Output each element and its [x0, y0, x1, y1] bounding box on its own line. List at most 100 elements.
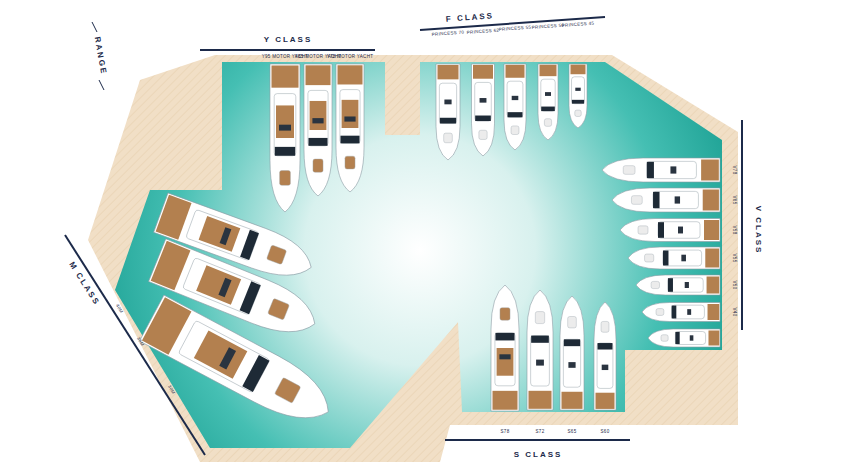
- flybridge-deck: [276, 105, 294, 138]
- model-label: V50: [732, 281, 737, 290]
- model-label: S65: [568, 430, 577, 435]
- hull: [642, 303, 720, 322]
- stern-deck: [705, 249, 719, 268]
- windshield: [653, 192, 659, 208]
- yacht: [436, 64, 460, 160]
- windshield: [240, 281, 261, 314]
- windshield: [541, 107, 555, 112]
- seating: [678, 227, 683, 234]
- helm: [218, 278, 231, 298]
- helm: [279, 125, 291, 131]
- stern-deck: [571, 65, 586, 75]
- seating: [512, 96, 519, 100]
- helm: [499, 354, 510, 359]
- seating: [687, 309, 691, 315]
- superstructure: [675, 332, 705, 345]
- rule-line: [741, 120, 743, 330]
- stern-deck: [338, 65, 363, 84]
- model-label: PRINCESS 62: [467, 28, 500, 35]
- stern-deck: [540, 65, 557, 76]
- superstructure: [541, 79, 555, 111]
- model-label: V65: [732, 196, 737, 205]
- model-label: Y78 MOTOR YACHT: [327, 55, 374, 60]
- flybridge-deck: [199, 216, 241, 252]
- superstructure: [308, 90, 328, 145]
- hull: [270, 64, 300, 212]
- flybridge-deck: [196, 265, 241, 305]
- superstructure: [507, 81, 523, 117]
- yacht: [602, 158, 720, 182]
- helm: [219, 347, 236, 369]
- yacht: [336, 64, 364, 192]
- seating: [685, 282, 689, 288]
- bow-pad: [345, 156, 355, 169]
- helm: [344, 116, 355, 121]
- stern-deck: [596, 393, 615, 409]
- superstructure: [647, 161, 697, 178]
- windshield: [275, 147, 295, 156]
- yacht: [538, 64, 558, 140]
- model-label: 30M: [167, 385, 176, 396]
- bow-pad: [568, 317, 577, 328]
- yacht: [612, 188, 720, 212]
- stern-deck: [506, 65, 525, 78]
- yacht: [472, 64, 495, 156]
- yacht: [642, 303, 720, 322]
- hull: [612, 188, 720, 212]
- superstructure: [663, 250, 702, 266]
- flybridge-deck: [497, 348, 514, 376]
- superstructure: [178, 320, 270, 392]
- superstructure: [672, 305, 705, 319]
- superstructure: [340, 90, 360, 144]
- stern-deck: [493, 391, 518, 410]
- superstructure: [563, 339, 580, 387]
- hull: [336, 64, 364, 192]
- bow-pad: [266, 245, 286, 265]
- stern-deck: [272, 65, 299, 87]
- superstructure: [183, 258, 262, 315]
- bow-pad: [500, 308, 510, 321]
- model-label: PRINCESS 45: [562, 22, 595, 29]
- model-label: S60: [601, 430, 610, 435]
- windshield: [672, 306, 677, 319]
- helm: [220, 227, 232, 245]
- windshield: [475, 116, 491, 122]
- yachts: [139, 64, 720, 435]
- bow-pad: [444, 133, 453, 143]
- model-label: S72: [536, 430, 545, 435]
- yacht: [304, 64, 332, 196]
- bow-pad: [656, 309, 664, 316]
- class-rules: [65, 17, 742, 455]
- class-title: F CLASS: [446, 12, 495, 23]
- bow-pad: [631, 196, 642, 205]
- yacht: [527, 290, 553, 410]
- windshield: [340, 136, 359, 144]
- stern-deck: [707, 277, 720, 294]
- hull: [538, 64, 558, 140]
- seating: [690, 335, 694, 340]
- bow-pad: [511, 126, 519, 135]
- windshield: [508, 112, 523, 117]
- yacht: [636, 275, 720, 295]
- bow-pad: [479, 130, 487, 139]
- windshield: [495, 333, 514, 341]
- bow-pad: [575, 110, 581, 116]
- superstructure: [597, 343, 613, 388]
- superstructure: [653, 191, 698, 208]
- seating: [444, 100, 451, 105]
- flybridge-deck: [342, 100, 359, 128]
- windshield: [658, 222, 664, 238]
- dock: [88, 55, 738, 462]
- hull: [504, 64, 526, 150]
- seating: [670, 166, 676, 173]
- windshield: [242, 355, 269, 392]
- windshield: [598, 343, 613, 349]
- stern-deck: [703, 190, 719, 211]
- seating: [480, 98, 487, 103]
- yacht: [628, 247, 720, 269]
- model-label: 40M: [115, 304, 124, 315]
- superstructure: [495, 333, 515, 386]
- seating: [675, 196, 680, 203]
